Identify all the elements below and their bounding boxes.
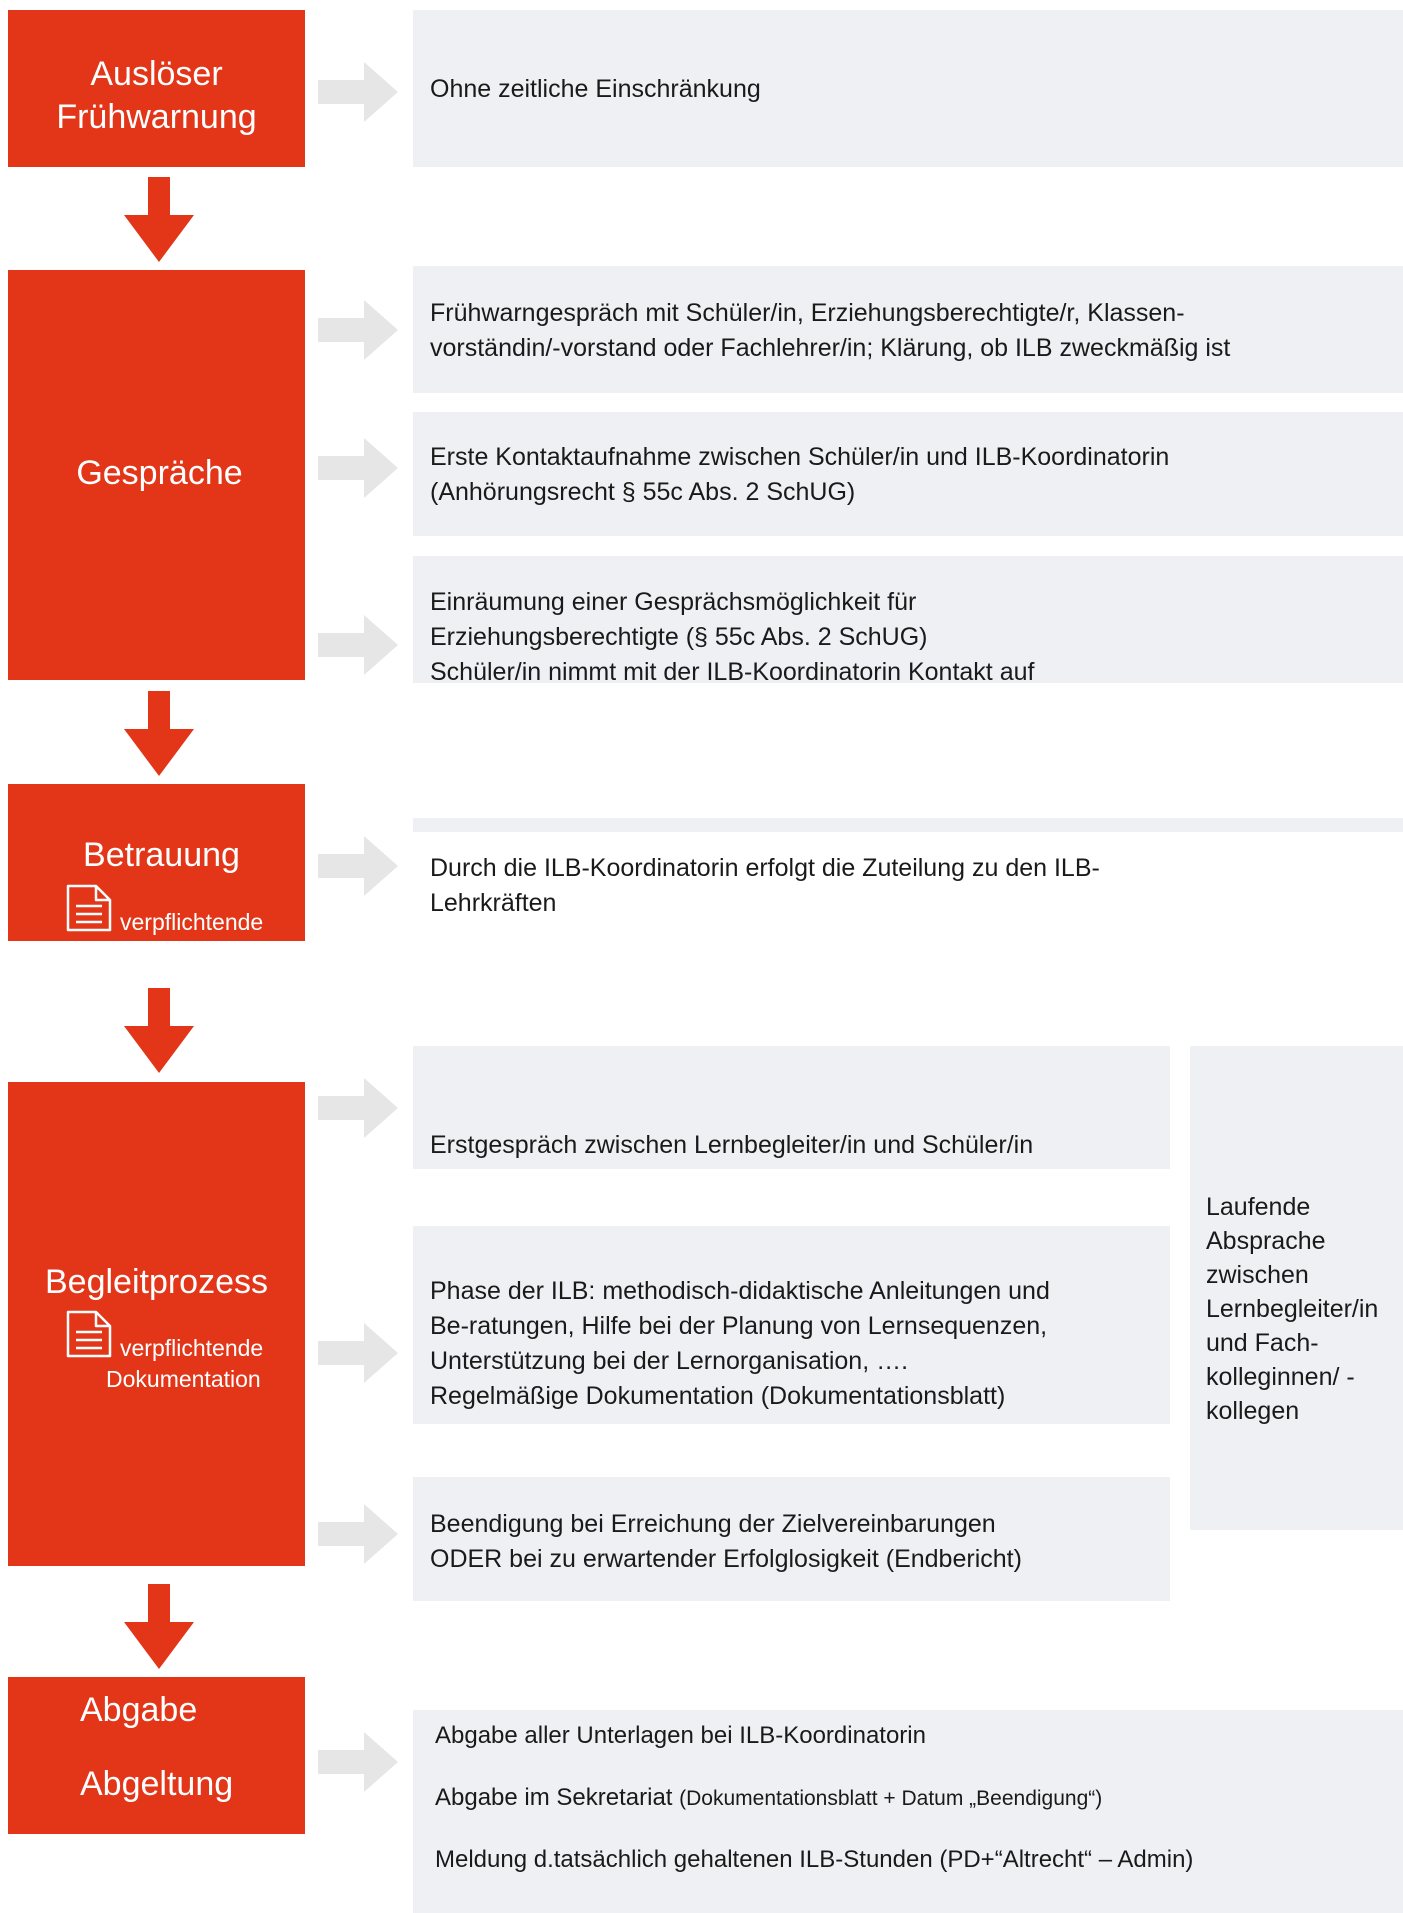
info-box-beendigung: Beendigung bei Erreichung der Zielverein…: [413, 1477, 1170, 1601]
info-box-gespraechsmoeglichkeit: Einräumung einer Gesprächsmöglichkeit fü…: [413, 556, 1403, 683]
arrow-right-icon: [318, 1323, 398, 1383]
info-text: Lehrkräften: [430, 889, 557, 917]
step-ausloeser-title-1: Auslöser: [90, 55, 223, 93]
info-box-erstgespraech: Erstgespräch zwischen Lernbegleiter/in u…: [413, 1046, 1170, 1169]
info-text: Abgabe aller Unterlagen bei ILB-Koordina…: [435, 1722, 926, 1749]
info-box-abgabe: Abgabe aller Unterlagen bei ILB-Koordina…: [413, 1710, 1403, 1913]
arrow-down-icon: [124, 988, 194, 1073]
step-gespraeche-box: Gespräche: [8, 270, 305, 680]
arrow-right-icon: [318, 1732, 398, 1792]
info-text: Frühwarngespräch mit Schüler/in, Erziehu…: [430, 299, 1185, 327]
side-text: Laufende: [1206, 1193, 1311, 1221]
info-text: Meldung d.tatsächlich gehaltenen ILB-Stu…: [435, 1846, 1194, 1873]
info-text-main: Abgabe im Sekretariat: [435, 1784, 680, 1811]
side-text: Lernbegleiter/in: [1206, 1295, 1379, 1323]
side-text: kolleginnen/ -: [1206, 1363, 1355, 1391]
arrow-right-icon: [318, 615, 398, 675]
side-text: zwischen: [1206, 1261, 1309, 1289]
arrow-right-icon: [318, 438, 398, 498]
info-text: Einräumung einer Gesprächsmöglichkeit fü…: [430, 588, 917, 616]
arrow-right-icon: [318, 836, 398, 896]
step-begleitprozess-doc-label-1: verpflichtende: [120, 1335, 264, 1361]
info-text: Erste Kontaktaufnahme zwischen Schüler/i…: [430, 443, 1170, 471]
info-box-betrauung-top: [413, 818, 1403, 832]
info-text: Ohne zeitliche Einschränkung: [430, 75, 761, 103]
step-begleitprozess-doc-label-2: Dokumentation: [106, 1366, 261, 1392]
info-text: (Anhörungsrecht § 55c Abs. 2 SchUG): [430, 478, 856, 506]
side-box-absprache: Laufende Absprache zwischen Lernbegleite…: [1190, 1046, 1403, 1530]
info-box-zeit: Ohne zeitliche Einschränkung: [413, 10, 1403, 167]
step-abgabe-box: Abgabe Abgeltung: [8, 1677, 305, 1834]
info-text: ODER bei zu erwartender Erfolglosigkeit …: [430, 1545, 1022, 1573]
side-text: und Fach-: [1206, 1329, 1319, 1357]
info-text: Phase der ILB: methodisch-didaktische An…: [430, 1277, 1050, 1305]
info-text: Regelmäßige Dokumentation (Dokumentation…: [430, 1382, 1006, 1410]
step-gespraeche-title: Gespräche: [76, 454, 243, 492]
info-text: Be-ratungen, Hilfe bei der Planung von L…: [430, 1312, 1048, 1340]
step-betrauung-box: Betrauung verpflichtende: [8, 784, 305, 941]
info-text-small: (Dokumentationsblatt + Datum „Beendigung…: [679, 1787, 1103, 1810]
arrow-right-icon: [318, 62, 398, 122]
info-text-sekretariat: Abgabe im Sekretariat (Dokumentationsbla…: [435, 1780, 1102, 1816]
step-ausloeser-title-2: Frühwarnung: [56, 98, 257, 136]
arrow-right-icon: [318, 300, 398, 360]
info-text: Schüler/in nimmt mit der ILB-Koordinator…: [430, 658, 1035, 683]
info-box-fruehwarngespraech: Frühwarngespräch mit Schüler/in, Erziehu…: [413, 266, 1403, 393]
step-abgabe-title-2: Abgeltung: [80, 1765, 234, 1803]
step-abgabe-title-1: Abgabe: [80, 1691, 198, 1729]
info-box-phase-ilb: Phase der ILB: methodisch-didaktische An…: [413, 1226, 1170, 1424]
step-begleitprozess-box: Begleitprozess verpflichtende Dokumentat…: [8, 1082, 305, 1566]
info-text: Durch die ILB-Koordinatorin erfolgt die …: [430, 854, 1100, 882]
info-text: Erziehungsberechtigte (§ 55c Abs. 2 SchU…: [430, 623, 928, 651]
arrow-down-icon: [124, 691, 194, 776]
arrow-down-icon: [124, 1584, 194, 1669]
side-text: Absprache: [1206, 1227, 1326, 1255]
step-begleitprozess-title: Begleitprozess: [44, 1263, 268, 1301]
info-text: Beendigung bei Erreichung der Zielverein…: [430, 1510, 996, 1538]
step-betrauung-title: Betrauung: [83, 836, 240, 874]
info-box-betrauung: Durch die ILB-Koordinatorin erfolgt die …: [413, 832, 1403, 942]
step-ausloeser-box: Auslöser Frühwarnung: [8, 10, 305, 167]
info-text: Erstgespräch zwischen Lernbegleiter/in u…: [430, 1131, 1034, 1159]
info-text: vorständin/-vorstand oder Fachlehrer/in;…: [430, 334, 1231, 362]
info-text: Unterstützung bei der Lernorganisation, …: [430, 1347, 909, 1375]
info-box-kontaktaufnahme: Erste Kontaktaufnahme zwischen Schüler/i…: [413, 412, 1403, 536]
arrow-right-icon: [318, 1078, 398, 1138]
document-icon: [66, 1310, 112, 1358]
arrow-right-icon: [318, 1504, 398, 1564]
arrow-down-icon: [124, 177, 194, 262]
side-text: kollegen: [1206, 1397, 1300, 1425]
step-betrauung-doc-label: verpflichtende: [120, 909, 264, 935]
document-icon: [66, 884, 112, 932]
